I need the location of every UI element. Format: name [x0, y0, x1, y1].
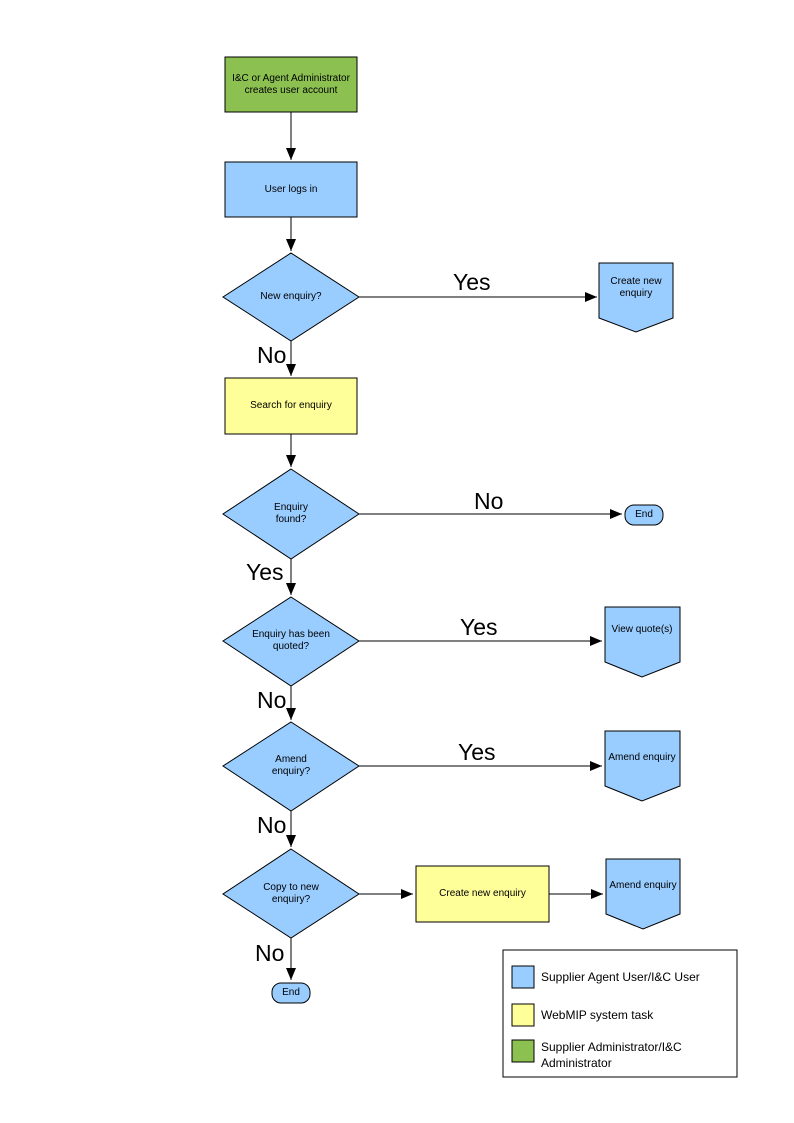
- search-for-enquiry-task: [224, 377, 358, 435]
- amend-enquiry-offpage-1-label: Amend enquiry: [608, 752, 676, 763]
- enquiry-found-decision: [222, 468, 360, 560]
- legend-item-green-label: Supplier Administrator/I&C Administrator: [541, 1040, 682, 1070]
- copy-no-label: No: [255, 940, 285, 966]
- enquiry-found-label: Enquiry found?: [274, 502, 308, 525]
- quoted-yes-label: Yes: [460, 614, 498, 640]
- user-logs-in-label: User logs in: [264, 183, 318, 195]
- amend-no-label: No: [257, 812, 287, 838]
- enquiry-quoted-label: Enquiry has been quoted?: [252, 629, 330, 652]
- quoted-no-label: No: [257, 687, 287, 713]
- copy-to-new-enquiry-decision: [222, 848, 360, 939]
- end-bottom-label: End: [282, 987, 300, 998]
- create-new-enquiry-offpage: [598, 262, 674, 333]
- create-new-enquiry-task-label: Create new enquiry: [439, 888, 526, 899]
- amend-enquiry-decision-label: Amend enquiry?: [271, 754, 311, 777]
- enquiry-found-yes-label: Yes: [246, 559, 284, 585]
- legend-swatch-yellow: [511, 1003, 535, 1027]
- new-enquiry-no-label: No: [257, 342, 287, 368]
- legend-swatch-green: [511, 1039, 535, 1063]
- amend-enquiry-decision: [222, 721, 360, 812]
- amend-enquiry-offpage-2-label: Amend enquiry: [609, 880, 677, 891]
- view-quotes-label: View quote(s): [611, 624, 673, 635]
- enquiry-quoted-decision: [222, 596, 360, 687]
- user-logs-in-node: [224, 161, 358, 218]
- new-enquiry-yes-label: Yes: [453, 269, 491, 295]
- end-terminator-right: [624, 504, 664, 526]
- search-for-enquiry-label: Search for enquiry: [250, 400, 332, 411]
- enquiry-found-no-label: No: [474, 488, 504, 514]
- amend-enquiry-offpage-2: [605, 858, 681, 930]
- admin-creates-label: I&C or Agent Administrator creates user …: [232, 72, 350, 96]
- legend-box: [502, 949, 738, 1078]
- legend-swatch-blue: [511, 965, 535, 989]
- amend-enquiry-offpage-1: [604, 730, 681, 802]
- end-right-label: End: [635, 509, 653, 520]
- create-new-enquiry-task: [415, 865, 550, 923]
- new-enquiry-label: New enquiry?: [260, 291, 322, 302]
- legend-item-yellow-label: WebMIP system task: [541, 1008, 654, 1022]
- amend-yes-label: Yes: [458, 739, 496, 765]
- legend-item-blue-label: Supplier Agent User/I&C User: [541, 970, 700, 984]
- view-quotes-offpage: [604, 606, 681, 678]
- admin-creates-node: [224, 56, 358, 113]
- end-terminator-bottom: [271, 982, 311, 1004]
- copy-to-new-enquiry-label: Copy to new enquiry?: [263, 882, 319, 905]
- new-enquiry-decision: [222, 252, 360, 342]
- create-new-enquiry-offpage-label: Create new enquiry: [610, 276, 662, 299]
